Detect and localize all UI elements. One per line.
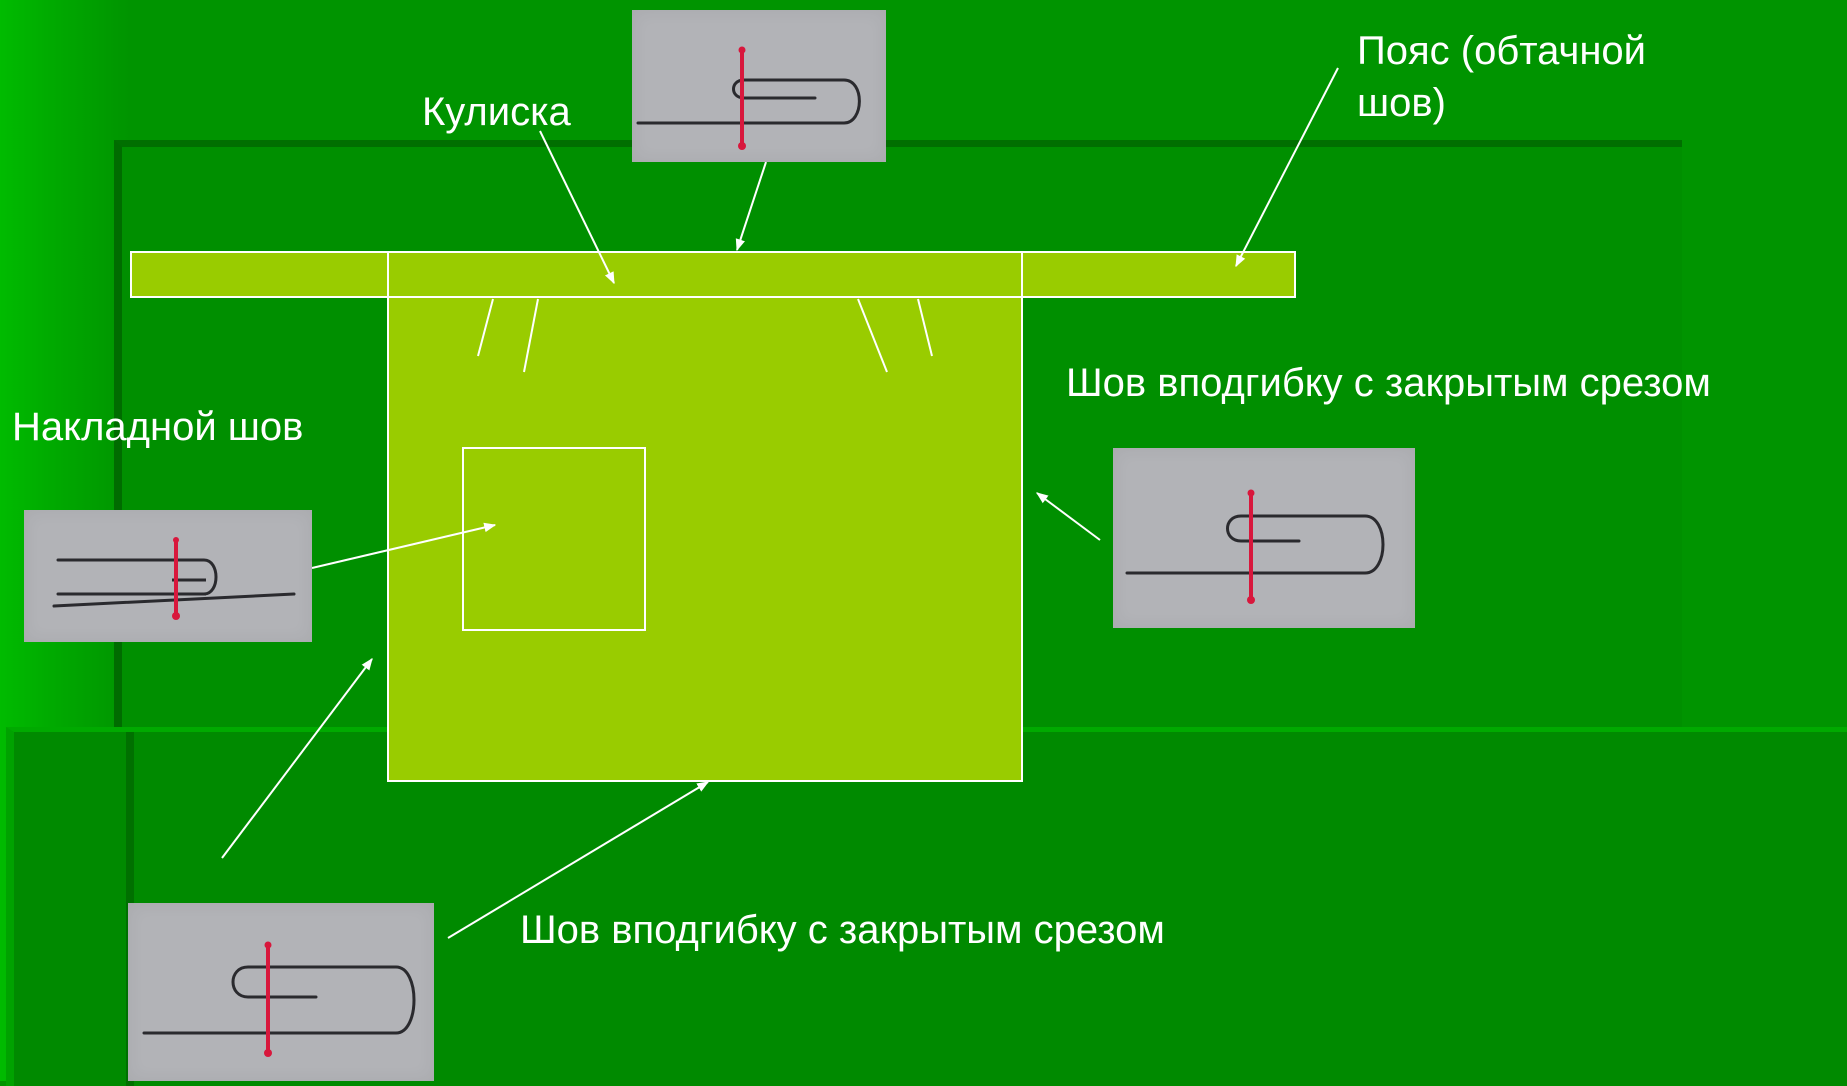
- arrow-patch-seam: [311, 522, 497, 569]
- belt-band: [130, 251, 1296, 298]
- arrow-top-swatch: [735, 161, 767, 252]
- hem-fold-seam-icon: [1113, 448, 1415, 628]
- hem-fold-seam-icon: [128, 903, 434, 1081]
- pocket: [462, 447, 646, 631]
- pointer-arrows: [221, 67, 1339, 939]
- label-belt-line1: Пояс (обтачной: [1357, 29, 1647, 73]
- label-belt-line2: шов): [1357, 81, 1446, 125]
- label-patch-seam: Накладной шов: [12, 405, 304, 449]
- label-kulisa: Кулиска: [422, 90, 571, 134]
- arrow-kulisa: [539, 130, 615, 285]
- arrow-side-seam: [1036, 492, 1101, 541]
- label-hem-seam: Шов вподгибку с закрытым срезом: [520, 908, 1165, 952]
- apron-panel: [387, 296, 1023, 782]
- label-side-seam: Шов вподгибку с закрытым срезом: [1066, 361, 1711, 405]
- gather-lines: [477, 298, 933, 373]
- hem-fold-seam-icon: [632, 10, 886, 162]
- overlay-seam-icon: [24, 510, 312, 642]
- arrow-belt: [1235, 67, 1339, 268]
- arrow-left-edge: [221, 658, 373, 859]
- arrow-hem: [447, 781, 710, 939]
